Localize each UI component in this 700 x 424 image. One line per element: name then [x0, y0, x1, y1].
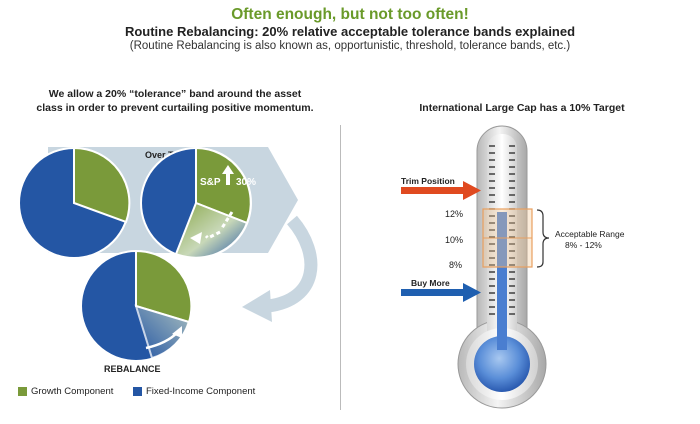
subheadline: Routine Rebalancing: 20% relative accept…	[124, 24, 576, 39]
legend-growth: Growth Component	[18, 386, 113, 397]
left-caption-line2: class in order to prevent curtailing pos…	[36, 102, 314, 114]
range-values: 8% - 12%	[565, 240, 602, 250]
arrowhead-icon	[190, 232, 202, 244]
sp-label: S&P	[200, 177, 221, 188]
tick-label-10: 10%	[445, 235, 463, 245]
dashed-arrow-icon	[204, 211, 234, 240]
growth-slice	[195, 146, 252, 225]
pie-over-time	[140, 146, 252, 259]
growth-expansion-wedge	[174, 201, 249, 259]
buy-arrow-icon	[401, 283, 481, 302]
right-panel-title: International Large Cap has a 10% Target	[419, 102, 625, 114]
growth-swatch	[18, 387, 27, 396]
trim-position-label: Trim Position	[401, 176, 455, 186]
thermometer-diagram: 12% 10% 8% Acceptable Range 8% - 12% Tri…	[401, 125, 625, 409]
legend-fixed-income-label: Fixed-Income Component	[146, 386, 256, 397]
up-arrow-icon	[222, 165, 234, 185]
legend-fixed-income: Fixed-Income Component	[133, 386, 255, 397]
range-bracket	[536, 209, 550, 268]
left-caption: We allow a 20% “tolerance” band around t…	[30, 87, 320, 115]
rebalancing-diagram: Over Time S&P 30% REBALANCE	[18, 146, 318, 374]
legend-growth-label: Growth Component	[31, 386, 114, 397]
left-caption-line1: We allow a 20% “tolerance” band around t…	[48, 88, 302, 100]
trim-arrow-icon	[401, 181, 481, 200]
buy-more-label: Buy More	[411, 278, 450, 288]
range-title: Acceptable Range	[555, 229, 625, 239]
pie-initial	[18, 146, 131, 259]
panel-divider	[340, 125, 341, 410]
fixed-income-swatch	[133, 387, 142, 396]
sp-change: 30%	[236, 177, 256, 188]
pie-rebalanced	[80, 249, 193, 362]
thermometer-bulb	[474, 336, 530, 392]
thermometer-ticks	[489, 145, 515, 315]
tick-label-12: 12%	[445, 209, 463, 219]
tick-label-8: 8%	[449, 260, 462, 270]
growth-slice	[73, 146, 131, 224]
return-arrow-icon	[266, 215, 318, 313]
mercury-column	[497, 212, 507, 350]
headline: Often enough, but not too often!	[231, 6, 469, 23]
growth-slice	[135, 249, 193, 324]
rebalance-label: REBALANCE	[104, 364, 161, 374]
over-time-label: Over Time	[145, 150, 189, 160]
subheadline-note: (Routine Rebalancing is also known as, o…	[129, 40, 571, 52]
